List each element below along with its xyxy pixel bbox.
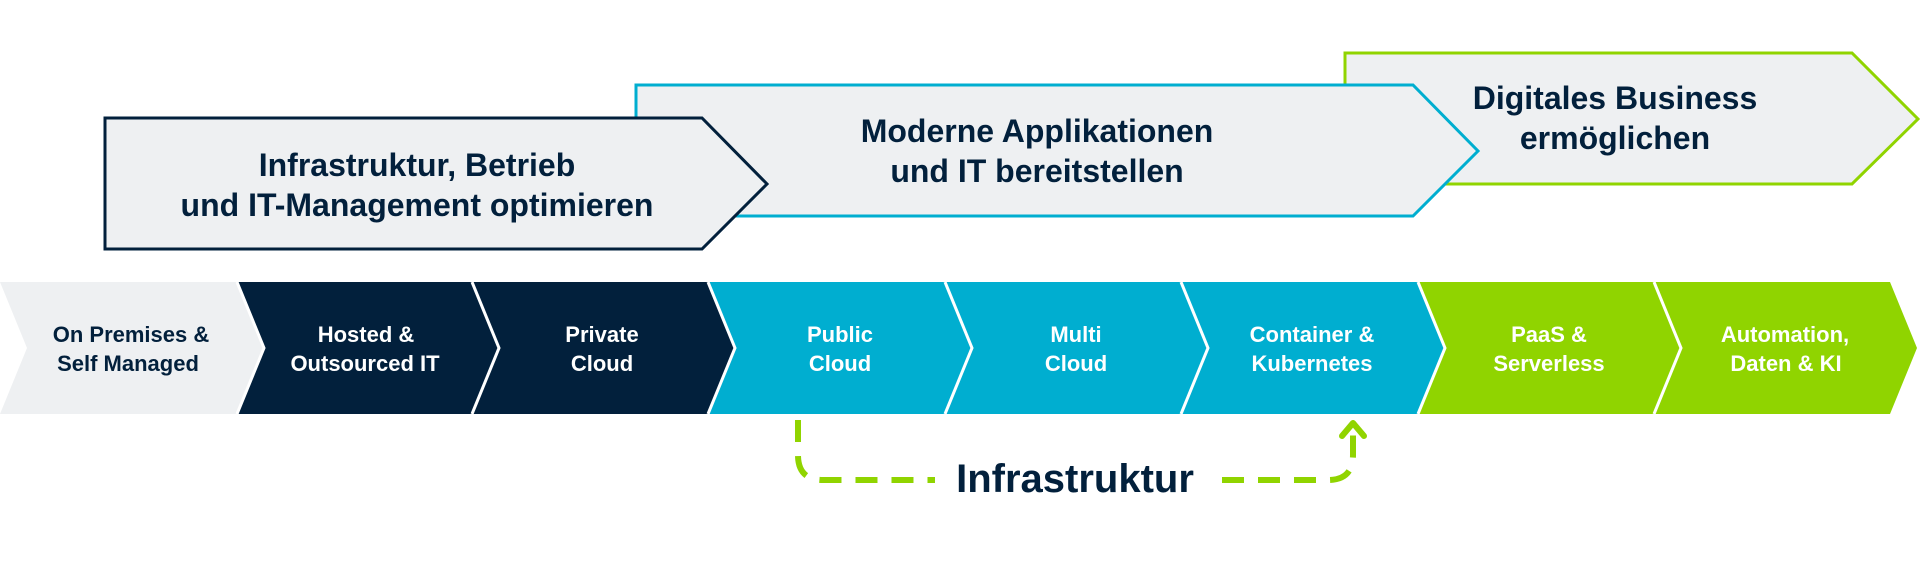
stage-separator [235,281,266,415]
stage-label-line2: Serverless [1493,351,1604,376]
stage-container-kubernetes: Container & Kubernetes [1179,281,1445,415]
stage-label-line1: On Premises & [53,322,210,347]
stage-chevron-shape [1418,282,1681,414]
stage-label-line2: Outsourced IT [290,351,440,376]
stage-chevron-shape [0,282,264,414]
goal-label-line1: Moderne Applikationen [861,113,1214,149]
stage-hosted-outsourced: Hosted & Outsourced IT [235,281,499,415]
stage-separator [706,281,737,415]
infrastructure-label: Infrastruktur [956,457,1194,501]
goal-label-line2: und IT bereitstellen [890,153,1183,189]
goal-label-line1: Infrastruktur, Betrieb [259,147,576,183]
stage-label-line1: Private [565,322,638,347]
stage-separator [1652,281,1683,415]
stage-separator [1416,281,1447,415]
stage-label-line2: Self Managed [57,351,199,376]
stage-separator [1179,281,1210,415]
stage-chevron-shape [708,282,972,414]
stage-label-line1: Hosted & [318,322,415,347]
dashed-bracket-right-icon [1222,428,1356,483]
stage-on-premises: On Premises & Self Managed [0,282,264,414]
goal-label-line1: Digitales Business [1473,80,1758,116]
stage-label-line2: Cloud [809,351,871,376]
stage-label-line1: Container & [1250,322,1375,347]
stage-private-cloud: Private Cloud [470,281,735,415]
stage-label-line1: Automation, [1721,322,1849,347]
stage-separator [470,281,501,415]
stage-label-line1: PaaS & [1511,322,1587,347]
stage-chevron-shape [472,282,735,414]
stage-automation-data-ai: Automation, Daten & KI [1652,281,1917,415]
goal-label-line2: ermöglichen [1520,120,1710,156]
stage-label-line1: Public [807,322,873,347]
stage-paas-serverless: PaaS & Serverless [1416,281,1681,415]
stage-public-cloud: Public Cloud [706,281,972,415]
stage-chevron-shape [1181,282,1445,414]
goal-chevron-modern-applications: Moderne Applikationen und IT bereitstell… [634,83,1481,218]
stage-label-line2: Cloud [1045,351,1107,376]
goal-chevron-infrastructure-operations: Infrastruktur, Betrieb und IT-Management… [103,116,770,251]
stage-chevron-shape [237,282,499,414]
stage-multi-cloud: Multi Cloud [943,281,1208,415]
arrow-up-icon [1339,420,1367,439]
goal-chevron-shape [103,116,770,251]
infrastructure-bracket: Infrastruktur [795,420,1367,501]
stage-label-line2: Daten & KI [1730,351,1841,376]
stage-chevron-shape [945,282,1208,414]
stage-chevron-shape [1654,282,1917,414]
stage-label-line1: Multi [1050,322,1101,347]
stage-label-line2: Kubernetes [1251,351,1372,376]
goal-chevron-shape [634,83,1481,218]
goal-chevron-digital-business: Digitales Business ermöglichen [1343,51,1920,186]
goal-label-line2: und IT-Management optimieren [181,187,654,223]
stage-separator [943,281,974,415]
dashed-bracket-left-icon [795,420,935,483]
stage-label-line2: Cloud [571,351,633,376]
